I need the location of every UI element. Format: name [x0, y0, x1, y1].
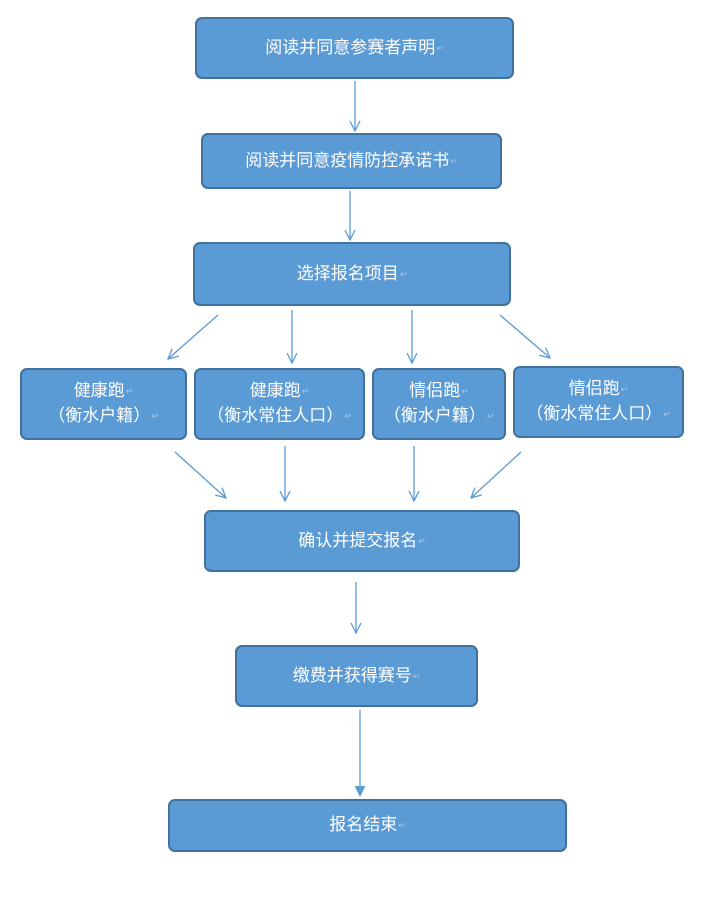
- option-health-run-resident: 健康跑↵ （衡水常住人口）↵: [194, 368, 365, 440]
- paragraph-mark: ↵: [436, 43, 444, 54]
- paragraph-mark: ↵: [301, 387, 310, 397]
- option-group: （衡水户籍）: [383, 406, 486, 426]
- option-title: 情侣跑: [568, 379, 620, 399]
- option-couple-run-resident: 情侣跑↵ （衡水常住人口）↵: [513, 366, 684, 438]
- paragraph-mark: ↵: [398, 821, 406, 831]
- option-group: （衡水户籍）: [48, 406, 151, 426]
- step-registration-end: 报名结束↵: [168, 799, 567, 852]
- step-pay-get-bib-label: 缴费并获得赛号: [292, 665, 412, 686]
- option-health-run-local: 健康跑↵ （衡水户籍）↵: [20, 368, 187, 440]
- paragraph-mark: ↵: [620, 385, 629, 395]
- step-confirm-submit-label: 确认并提交报名: [298, 530, 418, 551]
- step-pay-get-bib: 缴费并获得赛号↵: [235, 645, 478, 707]
- arrow-option-1-to-confirm: [174, 451, 226, 498]
- arrow-select-to-option-4: [499, 314, 550, 358]
- step-read-epidemic-pledge: 阅读并同意疫情防控承诺书↵: [201, 133, 502, 189]
- step-read-declaration-label: 阅读并同意参赛者声明: [265, 37, 436, 58]
- paragraph-mark: ↵: [151, 412, 159, 422]
- option-title: 情侣跑: [409, 381, 461, 401]
- step-select-event: 选择报名项目↵: [193, 242, 511, 306]
- option-group: （衡水常住人口）: [526, 404, 663, 424]
- arrow-select-to-option-1: [168, 314, 219, 359]
- option-title: 健康跑: [73, 381, 125, 401]
- paragraph-mark: ↵: [412, 671, 421, 682]
- paragraph-mark: ↵: [399, 269, 408, 280]
- step-confirm-submit: 确认并提交报名↵: [204, 510, 520, 572]
- paragraph-mark: ↵: [486, 412, 495, 422]
- paragraph-mark: ↵: [418, 536, 426, 547]
- step-registration-end-label: 报名结束: [329, 815, 398, 835]
- option-couple-run-local: 情侣跑↵ （衡水户籍）↵: [372, 368, 506, 440]
- arrow-option-4-to-confirm: [471, 451, 522, 498]
- paragraph-mark: ↵: [125, 387, 134, 397]
- step-read-declaration: 阅读并同意参赛者声明↵: [195, 17, 514, 79]
- step-select-event-label: 选择报名项目: [296, 263, 399, 284]
- option-group: （衡水常住人口）: [207, 406, 344, 426]
- paragraph-mark: ↵: [450, 156, 458, 167]
- paragraph-mark: ↵: [663, 410, 671, 420]
- option-title: 健康跑: [249, 381, 301, 401]
- paragraph-mark: ↵: [461, 387, 469, 397]
- paragraph-mark: ↵: [344, 412, 352, 422]
- step-read-epidemic-pledge-label: 阅读并同意疫情防控承诺书: [245, 150, 450, 171]
